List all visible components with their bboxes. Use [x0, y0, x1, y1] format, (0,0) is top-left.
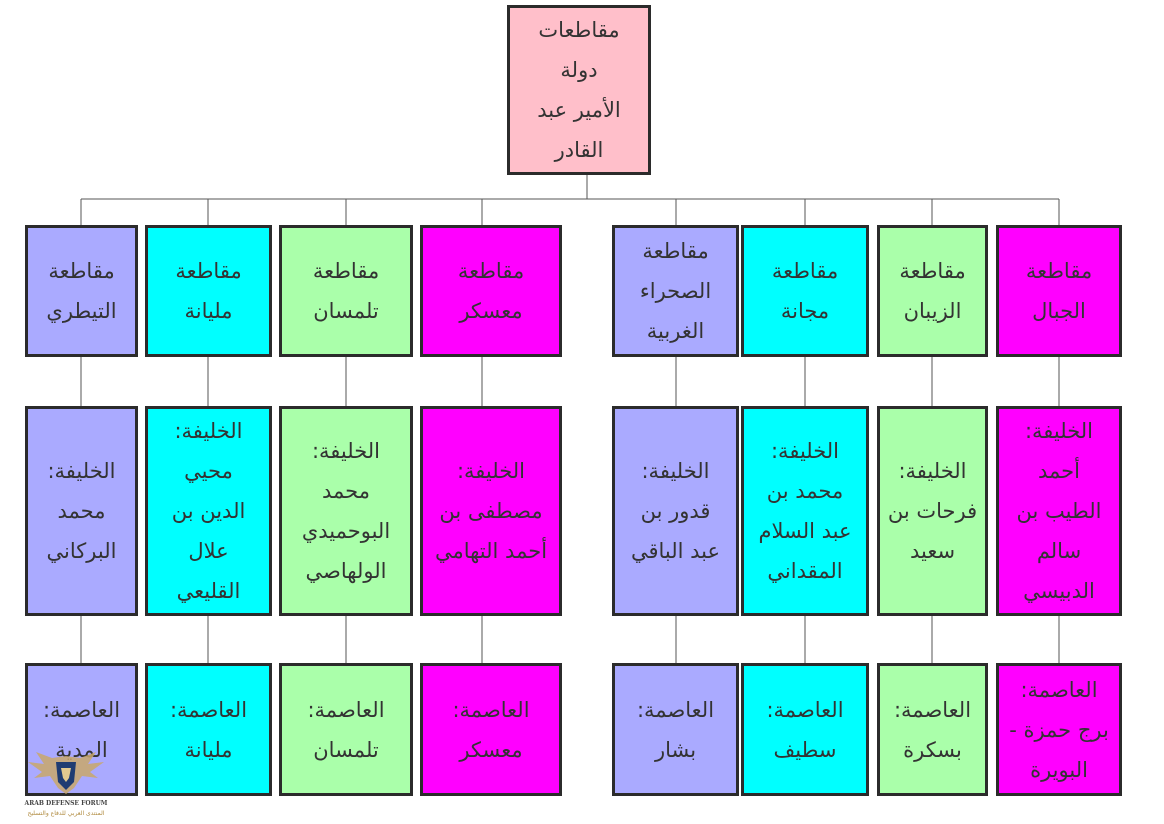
capital-node-western-sahara: العاصمة: بشار — [612, 663, 739, 796]
capital-node-medjana: العاصمة: سطيف — [741, 663, 869, 796]
region-node-titteri: مقاطعة التيطري — [25, 225, 138, 357]
khalifa-label: الخليفة: مصطفى بن أحمد التهامي — [434, 459, 548, 563]
capital-label: العاصمة: بشار — [636, 697, 715, 762]
capital-node-mascara: العاصمة: معسكر — [420, 663, 562, 796]
region-name: مقاطعة التيطري — [46, 259, 117, 323]
capital-label: العاصمة: بسكرة — [893, 697, 972, 762]
khalifa-label: الخليفة: محمد البوحميدي الولهاصي — [301, 439, 391, 583]
region-node-jibal: مقاطعة الجبال — [996, 225, 1122, 357]
region-node-western-sahara: مقاطعة الصحراء الغربية — [612, 225, 739, 357]
khalifa-label: الخليفة: أحمد الطيب بن سالم الدبيسي — [1016, 419, 1102, 603]
region-node-mascara: مقاطعة معسكر — [420, 225, 562, 357]
capital-label: العاصمة: المدية — [42, 697, 121, 762]
khalifa-label: الخليفة: محيي الدين بن علال القليعي — [171, 419, 246, 603]
capital-node-ziban: العاصمة: بسكرة — [877, 663, 988, 796]
region-node-medjana: مقاطعة مجانة — [741, 225, 869, 357]
capital-node-tlemcen: العاصمة: تلمسان — [279, 663, 413, 796]
root-label: مقاطعات دولة الأمير عبد القادر — [537, 18, 621, 162]
root-node: مقاطعات دولة الأمير عبد القادر — [507, 5, 651, 175]
region-name: مقاطعة معسكر — [457, 259, 525, 323]
khalifa-label: الخليفة: محمد بن عبد السلام المقداني — [758, 439, 852, 583]
khalifa-node-jibal: الخليفة: أحمد الطيب بن سالم الدبيسي — [996, 406, 1122, 616]
region-node-miliana: مقاطعة مليانة — [145, 225, 272, 357]
khalifa-node-miliana: الخليفة: محيي الدين بن علال القليعي — [145, 406, 272, 616]
region-name: مقاطعة الجبال — [1025, 259, 1093, 323]
region-node-ziban: مقاطعة الزيبان — [877, 225, 988, 357]
khalifa-label: الخليفة: فرحات بن سعيد — [887, 459, 978, 563]
region-name: مقاطعة مليانة — [175, 259, 242, 323]
region-name: مقاطعة الزيبان — [899, 259, 966, 323]
khalifa-label: الخليفة: قدور بن عبد الباقي — [630, 459, 721, 563]
capital-label: العاصمة: تلمسان — [307, 697, 385, 762]
capital-label: العاصمة: سطيف — [766, 697, 844, 762]
watermark-line2: المنتدى العربي للدفاع والتسليح — [28, 810, 105, 817]
khalifa-node-mascara: الخليفة: مصطفى بن أحمد التهامي — [420, 406, 562, 616]
capital-node-jibal: العاصمة: برج حمزة - البويرة — [996, 663, 1122, 796]
khalifa-node-medjana: الخليفة: محمد بن عبد السلام المقداني — [741, 406, 869, 616]
khalifa-node-western-sahara: الخليفة: قدور بن عبد الباقي — [612, 406, 739, 616]
capital-label: العاصمة: برج حمزة - البويرة — [1009, 677, 1109, 782]
region-name: مقاطعة تلمسان — [312, 259, 380, 323]
region-name: مقاطعة مجانة — [771, 259, 839, 323]
capital-label: العاصمة: معسكر — [452, 697, 530, 762]
capital-label: العاصمة: مليانة — [169, 697, 248, 762]
watermark-line1: ARAB DEFENSE FORUM — [24, 800, 108, 807]
khalifa-node-ziban: الخليفة: فرحات بن سعيد — [877, 406, 988, 616]
region-node-tlemcen: مقاطعة تلمسان — [279, 225, 413, 357]
region-name: مقاطعة الصحراء الغربية — [639, 239, 712, 343]
khalifa-node-titteri: الخليفة: محمد البركاني — [25, 406, 138, 616]
khalifa-label: الخليفة: محمد البركاني — [46, 459, 117, 563]
eagle-icon — [28, 752, 104, 794]
watermark-logo: ARAB DEFENSE FORUM المنتدى العربي للدفاع… — [24, 752, 108, 817]
khalifa-node-tlemcen: الخليفة: محمد البوحميدي الولهاصي — [279, 406, 413, 616]
capital-node-miliana: العاصمة: مليانة — [145, 663, 272, 796]
